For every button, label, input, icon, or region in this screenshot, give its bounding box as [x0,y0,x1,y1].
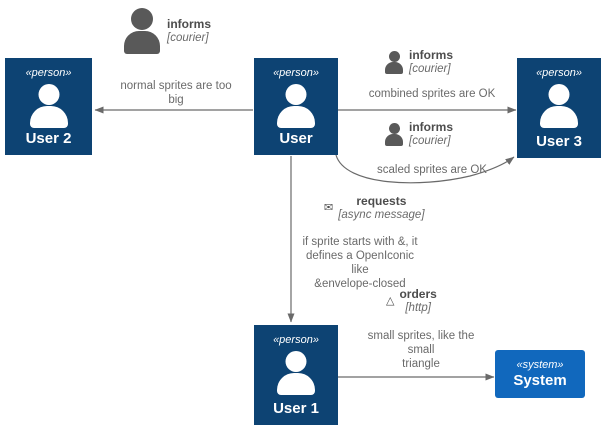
node-stereotype: «person» [273,67,319,79]
triangle-icon: △ [386,295,395,307]
relation-header-user1-to-system: △ orders [http] [386,287,437,315]
node-user[interactable]: «person» User [254,58,338,155]
relation-header-user-to-user3-scaled: informs [courier] [384,120,453,148]
person-sprite-large-icon [122,8,162,54]
relation-technology: [courier] [409,135,451,147]
relation-description-user-to-user1: if sprite starts with &, it defines a Op… [302,236,418,290]
relation-technology: [async message] [338,209,425,221]
node-stereotype: «person» [273,334,319,346]
relation-title: requests [356,194,407,208]
relation-description-user-to-user2: normal sprites are too big [120,80,232,106]
relation-title: informs [167,17,212,31]
relation-title: orders [399,287,437,301]
relation-header-user-to-user1: ✉ requests [async message] [324,194,425,222]
relation-description-user-to-user3-scaled: scaled sprites are OK [377,164,487,176]
relation-description-user-to-user3-combined: combined sprites are OK [368,88,496,100]
person-glyph-icon [26,84,72,128]
node-stereotype: «system» [516,359,564,371]
relation-header-user-to-user3-combined: informs [courier] [384,48,453,76]
relation-technology: [http] [405,302,431,314]
person-glyph-icon [536,84,582,128]
person-sprite-small-icon [384,50,404,74]
relation-description-user1-to-system: small sprites, like the small triangle [367,330,475,370]
node-user3[interactable]: «person» User 3 [517,58,601,158]
person-glyph-icon [273,84,319,128]
node-stereotype: «person» [25,67,72,79]
person-sprite-small-icon [384,122,404,146]
person-glyph-icon [273,351,319,395]
relation-title: informs [409,48,454,62]
node-system[interactable]: «system» System [495,350,585,398]
relation-title: informs [409,120,454,134]
node-label: User 2 [25,130,72,147]
node-label: User [279,130,313,147]
node-label: User 1 [273,400,319,417]
node-user2[interactable]: «person» User 2 [5,58,92,155]
relation-technology: [courier] [167,32,209,44]
node-label: System [513,372,567,389]
envelope-closed-icon: ✉ [324,202,334,214]
node-user1[interactable]: «person» User 1 [254,325,338,425]
relation-technology: [courier] [409,63,451,75]
node-stereotype: «person» [536,67,582,79]
node-label: User 3 [536,133,582,150]
relation-header-user-to-user2: informs [courier] [122,8,211,54]
